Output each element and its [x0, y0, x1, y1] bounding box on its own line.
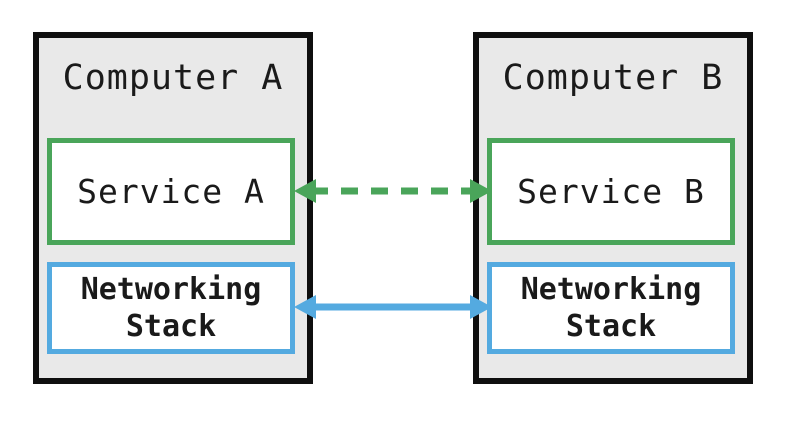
networking-stack-b-label-line1: Networking [520, 272, 702, 307]
service-b-box: Service B [487, 138, 735, 245]
service-link-arrowhead-right [470, 179, 492, 203]
computer-b-title: Computer B [502, 58, 724, 98]
networking-stack-a-box: Networking Stack [47, 262, 295, 354]
networking-stack-a-label-line1: Networking [80, 272, 262, 307]
computer-a-box: Computer A Service A Networking Stack [33, 32, 313, 384]
computer-a-title: Computer A [62, 58, 284, 98]
network-link-arrowhead-right [470, 295, 492, 319]
network-link-arrowhead-left [294, 295, 316, 319]
computer-b-box: Computer B Service B Networking Stack [473, 32, 753, 384]
networking-stack-b-box: Networking Stack [487, 262, 735, 354]
networking-stack-b-label-line2: Stack [565, 309, 657, 344]
service-a-box: Service A [47, 138, 295, 245]
service-a-label: Service A [77, 172, 265, 211]
service-link-arrowhead-left [294, 179, 316, 203]
service-b-label: Service B [517, 172, 705, 211]
service-link-dashed-arrow [294, 179, 492, 203]
networking-stack-a-label-line2: Stack [125, 309, 217, 344]
network-link-solid-arrow [294, 295, 492, 319]
